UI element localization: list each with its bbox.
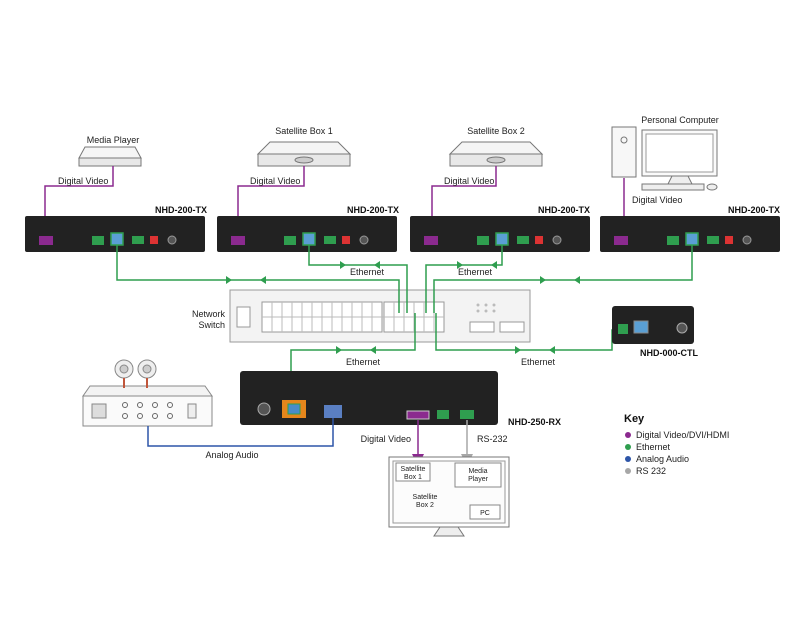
satellite-box-2-device	[448, 141, 544, 167]
rx-unit	[240, 371, 498, 425]
video-label-2: Digital Video	[250, 176, 300, 186]
display-media-line-1: Media	[468, 468, 487, 475]
video-label-3: Digital Video	[444, 176, 494, 186]
network-switch-device	[229, 289, 531, 343]
tx-unit-3	[410, 216, 590, 252]
ethernet-label-1: Ethernet	[350, 267, 385, 277]
tx-label-3: NHD-200-TX	[538, 205, 590, 215]
satellite-box-1-device	[256, 141, 352, 167]
legend-swatch-rs232	[625, 468, 631, 474]
media-player-device	[78, 146, 142, 167]
tx-label-4: NHD-200-TX	[728, 205, 780, 215]
ethernet-arrows	[226, 261, 580, 354]
tx-label-2: NHD-200-TX	[347, 205, 399, 215]
analog-audio-label: Analog Audio	[205, 450, 258, 460]
ethernet-label-3: Ethernet	[346, 357, 381, 367]
legend-title: Key	[624, 413, 645, 425]
tx-unit-4	[600, 216, 780, 252]
display-sat2-line-1: Satellite	[413, 494, 438, 501]
video-label-4: Digital Video	[632, 195, 682, 205]
legend: Key Digital Video/DVI/HDMI Ethernet Anal…	[624, 413, 729, 476]
analog-audio-line	[147, 418, 334, 447]
legend-swatch-ethernet	[625, 444, 631, 450]
display-sat1-line-1: Satellite	[401, 466, 426, 473]
legend-swatch-analog-audio	[625, 456, 631, 462]
display-device	[388, 456, 510, 537]
ctl-unit	[612, 306, 694, 344]
switch-label-line-2: Switch	[198, 320, 225, 330]
ethernet-label-4: Ethernet	[521, 357, 556, 367]
rx-label: NHD-250-RX	[508, 417, 561, 427]
legend-item-rs232: RS 232	[636, 466, 666, 476]
source-video-lines	[39, 166, 630, 241]
display-pc-label: PC	[480, 510, 490, 517]
video-label-1: Digital Video	[58, 176, 108, 186]
display-video-label: Digital Video	[361, 434, 411, 444]
speaker-icons	[114, 359, 157, 388]
media-player-label: Media Player	[87, 135, 140, 145]
display-media-line-2: Player	[468, 476, 489, 483]
ethernet-label-2: Ethernet	[458, 267, 493, 277]
ctl-label: NHD-000-CTL	[640, 348, 699, 358]
display-sat1-line-2: Box 1	[404, 474, 422, 481]
satellite-box-1-label: Satellite Box 1	[275, 126, 333, 136]
legend-item-analog-audio: Analog Audio	[636, 454, 689, 464]
personal-computer-device	[611, 126, 718, 191]
rs232-label: RS-232	[477, 434, 508, 444]
tx-unit-1	[25, 216, 205, 252]
tx-label-1: NHD-200-TX	[155, 205, 207, 215]
switch-label-line-1: Network	[192, 309, 226, 319]
legend-item-digital-video: Digital Video/DVI/HDMI	[636, 430, 729, 440]
amplifier-device	[82, 385, 213, 427]
legend-swatch-digital-video	[625, 432, 631, 438]
satellite-box-2-label: Satellite Box 2	[467, 126, 525, 136]
tx-unit-2	[217, 216, 397, 252]
display-sat2-line-2: Box 2	[416, 502, 434, 509]
personal-computer-label: Personal Computer	[641, 115, 719, 125]
legend-item-ethernet: Ethernet	[636, 442, 671, 452]
